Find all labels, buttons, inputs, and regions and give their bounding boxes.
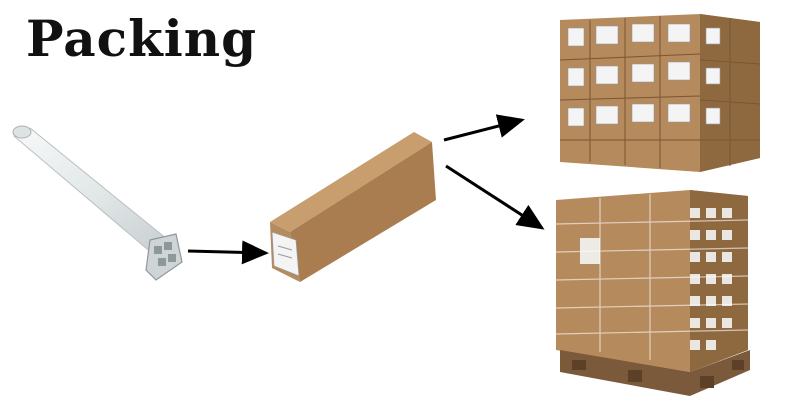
arrow-carton-to-pallet [445, 164, 545, 230]
arrow-carton-to-stack [443, 114, 525, 142]
page-title: Packing [26, 9, 258, 68]
wrapped-pallet-icon [555, 190, 750, 396]
film-roll-icon [12, 125, 183, 281]
arrow-roll-to-carton [187, 240, 269, 265]
carton-box-icon [270, 132, 436, 282]
stacked-cartons-icon [559, 14, 761, 172]
